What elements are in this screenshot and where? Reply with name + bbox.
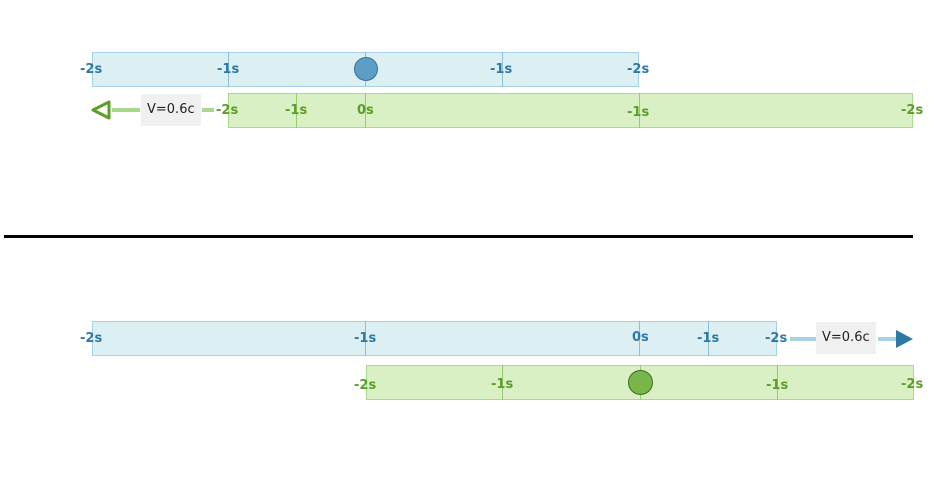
top-blue-label: -1s (217, 62, 240, 77)
top-blue-tick (502, 52, 503, 87)
bottom-blue-tick (708, 321, 709, 356)
bottom-velocity-label: V=0.6c (816, 322, 876, 354)
bottom-observer-dot (628, 370, 653, 395)
top-blue-label: -1s (490, 62, 513, 77)
bottom-blue-label: -1s (354, 331, 377, 346)
bottom-blue-label: -1s (697, 331, 720, 346)
top-green-tick (296, 93, 297, 128)
bottom-green-tick (502, 365, 503, 400)
section-divider (4, 235, 913, 238)
left-arrow-icon (91, 100, 111, 120)
bottom-velocity-line (878, 337, 896, 341)
bottom-velocity-line (790, 337, 816, 341)
bottom-blue-tick (639, 321, 640, 356)
top-blue-tick (228, 52, 229, 87)
top-green-label: -2s (901, 103, 924, 118)
top-green-label: -2s (216, 103, 239, 118)
bottom-blue-label: -2s (765, 331, 788, 346)
bottom-green-label: -2s (901, 377, 924, 392)
bottom-blue-label: 0s (632, 330, 649, 345)
top-green-label: 0s (357, 103, 374, 118)
top-green-tick (365, 93, 366, 128)
top-velocity-label: V=0.6c (141, 94, 201, 126)
top-green-label: -1s (627, 105, 650, 120)
bottom-green-tick (777, 365, 778, 400)
bottom-green-label: -2s (354, 378, 377, 393)
bottom-blue-label: -2s (80, 331, 103, 346)
top-blue-label: -2s (80, 62, 103, 77)
bottom-blue-tick (365, 321, 366, 356)
top-green-label: -1s (285, 103, 308, 118)
right-arrow-icon (896, 330, 913, 348)
top-observer-dot (354, 57, 378, 81)
top-blue-label: -2s (627, 62, 650, 77)
bottom-green-label: -1s (491, 377, 514, 392)
top-velocity-line (112, 108, 140, 112)
top-green-tick (639, 93, 640, 128)
bottom-blue-ruler (92, 321, 777, 356)
bottom-green-label: -1s (766, 378, 789, 393)
top-green-ruler (228, 93, 913, 128)
top-velocity-line (202, 108, 214, 112)
